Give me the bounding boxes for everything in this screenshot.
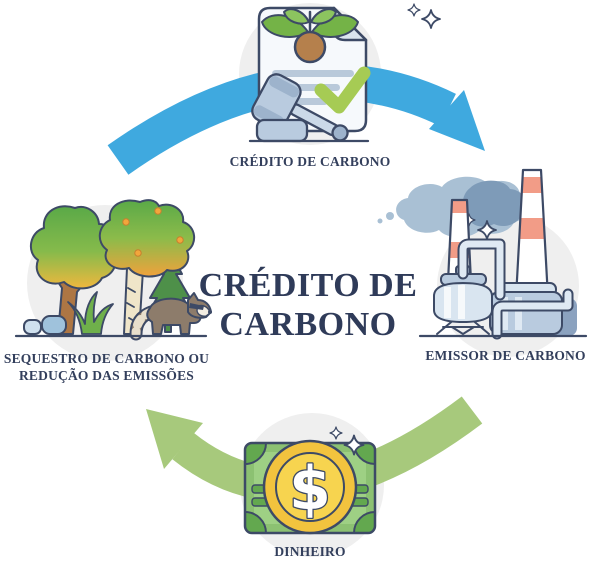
grass-tuft [67,291,114,335]
banknote-dollar-coin-icon: $ [243,426,377,535]
rock-small [23,319,42,335]
gavel-base [255,118,309,143]
diagram-title-line2: CARBONO [219,306,397,343]
boiler-tank-left [433,265,493,335]
certificate-plant-gavel-icon [248,3,441,143]
label-credito-de-carbono: CRÉDITO DE CARBONO [229,154,391,169]
sparkles-icon [407,3,441,29]
label-dinheiro: DINHEIRO [274,544,346,559]
dollar-coin: $ [262,439,358,535]
rock-large [41,315,67,335]
diagram-title-line1: CRÉDITO DE [198,267,418,304]
dollar-sign: $ [289,454,331,524]
label-sequestro-line2: REDUÇÃO DAS EMISSÕES [18,368,195,383]
top-arrow-head [429,90,485,151]
label-sequestro-line1: SEQUESTRO DE CARBONO OU [3,351,210,366]
bottom-arrow-head [146,409,203,469]
checkmark-icon [314,66,371,114]
factory-smoke-icon [377,168,588,340]
tree-left [29,205,117,335]
raccoon [129,292,212,341]
diagram-title: CRÉDITO DE CARBONO [183,266,433,344]
chimney-right [514,168,550,300]
pipe [493,290,572,338]
gavel-icon [248,73,370,143]
forest-raccoon-icon [14,199,212,341]
label-sequestro: SEQUESTRO DE CARBONO OU REDUÇÃO DAS EMIS… [0,350,213,384]
pipe-2 [459,240,504,299]
soil-ball [293,30,327,64]
tree-fruits [122,207,184,257]
sprout-icon [261,8,359,64]
label-emissor-de-carbono: EMISSOR DE CARBONO [425,348,586,363]
